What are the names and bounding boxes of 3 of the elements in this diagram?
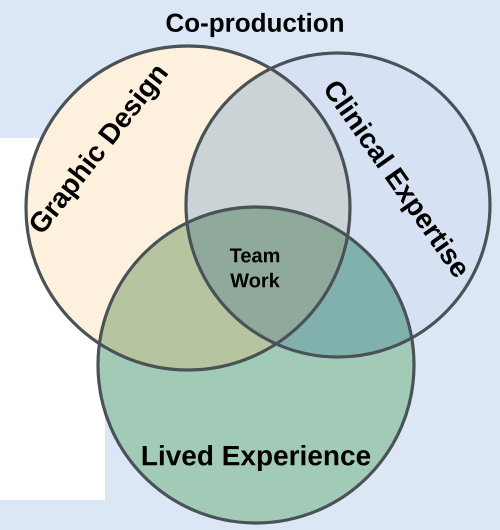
title: Co-production: [166, 12, 343, 38]
circle-label: Lived Experience: [142, 444, 370, 472]
center-label: Team Work: [230, 248, 280, 288]
